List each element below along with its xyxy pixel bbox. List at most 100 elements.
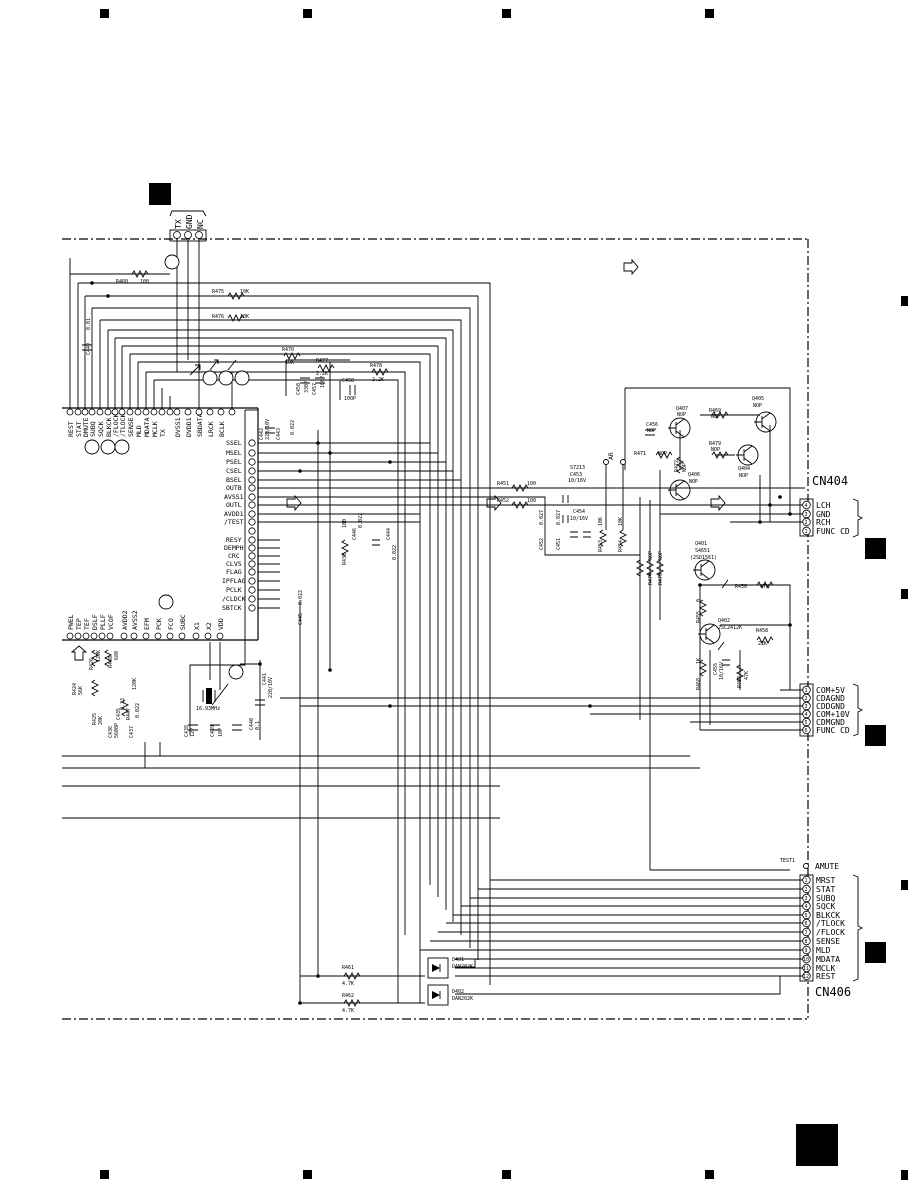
c444-label: C444 [386,528,392,540]
r470-label: R470 [282,347,294,353]
ic-pin-clvs: CLVS [226,560,242,568]
c452-label: C452 [539,538,545,550]
q401-part: (2SD1561) [690,555,717,561]
c443-value: 0.022 [290,420,296,435]
ic-top-label-dvss1: DVSS1 [174,417,182,437]
c456-value: NOP [647,428,656,434]
r455-value: 0 [696,599,702,602]
ic-bottom-label-vdd: VDD [217,618,225,630]
cn406-pin-blkck: BLKCK [816,911,840,920]
r451-value: 100 [527,481,536,487]
cn406-num-2: 2 [805,887,808,893]
ic-bottom-label-x1: X1 [193,622,201,630]
ar-test-points: AR TEST1 AMUTE [603,452,839,871]
c439-value: 10P [218,728,224,737]
r478-value: 2.2K [372,377,384,383]
transistor-symbols [668,411,777,651]
ic-bottom-label-tep: TEP [75,618,83,630]
c437-label: C437 [129,726,135,738]
connector-cn404: CN404 4 3 2 1 LCH GND RCH FUNC CD [799,474,864,538]
q405-label: Q405 [752,396,764,402]
r461-label: R461 [342,965,354,971]
cn405-pin-com10v: COM+10V [816,710,850,719]
r471-value: NOP [658,451,667,457]
cn404-num-4: 4 [805,503,808,509]
cn406-num-8: 8 [805,939,808,945]
ic-pin-csel: CSEL [226,467,242,475]
ic-pin-outb: OUTB [226,484,242,492]
test1-label: TEST1 [780,858,795,864]
ic-top-pin-circles [66,408,236,416]
cn404-pin-gnd: GND [816,510,831,519]
ic-top-label-sbdata: SBDATA [196,413,204,437]
ic-bottom-label-dslf: DSLF [91,614,99,630]
r454-label: R454 [618,540,624,552]
ic-pin-ssel: SSEL [226,439,242,447]
ic-top-label-dvdd1: DVDD1 [185,417,193,437]
ic-pin-avss1: AVSS1 [224,493,244,501]
cn406-num-5: 5 [805,913,808,919]
ic-pin-psel: PSEL [226,458,242,466]
r425-value: 20K [98,716,104,725]
ic-top-label-lrck: LRCK [207,421,215,437]
q402-label: Q402 [718,618,730,624]
junctions [90,281,792,1005]
ic-bottom-label-pwel: PWEL [67,614,75,630]
cn406-pin-flock: /FLOCK [816,928,845,937]
crystal-label: 16.93MHz [196,706,220,712]
cn405-num-5: 5 [805,720,808,726]
q402-value: 2SC2412K [718,625,742,631]
ic-top-label-sense: SENSE [127,417,135,437]
r456-value: 47K [760,584,769,590]
cn406-pin-tlock: /TLOCK [816,919,845,928]
cn405-pin-cddgnd: CDDGND [816,702,845,711]
s7213-label: S7213 [570,465,585,471]
r473-label: R473 [658,573,664,585]
ic-right-pin-circles [248,439,256,612]
c445-value: 0.022 [298,590,304,605]
cn406-pin-stat: STAT [816,885,835,894]
cn405-pin-cdagnd: CDAGND [816,694,845,703]
ic-pin-sbtck: SBTCK [222,604,242,612]
ic-top-label-tx: TX [159,429,167,437]
c450-label: C450 [296,383,302,395]
c457-label: C457 [312,383,318,395]
r474-value: NOP [648,551,654,560]
cn405-num-2: 2 [805,696,808,702]
r460-value: 100 [140,279,149,285]
c450-value: 330P [304,381,310,393]
c453-value: 10/16V [568,478,586,484]
r477-value: 2.2K [316,371,328,377]
cn404-num-2: 2 [805,520,808,526]
ic-bottom-label-avss2: AVSS2 [131,610,139,630]
ic-main: REST STAT DMUTE SUBQ SQCK BLKCK /FLOCK /… [62,407,259,641]
ic-pin-cldck: /CLDCK [222,595,246,603]
r469-label: R469 [709,408,721,414]
r426-label: R426 [89,658,95,670]
r479-value: NOP [711,447,720,453]
cn406-pin-mdata: MDATA [816,955,840,964]
q405-value: NOP [753,403,762,409]
cn406-num-6: 6 [805,921,808,927]
ic-top-label-bclk: BCLK [218,421,226,437]
r475-value: 10K [240,289,249,295]
cn405-num-6: 6 [805,728,808,734]
r472-value: NOP [682,463,688,472]
ic-bottom-label-subc: SUBC [179,614,187,630]
r458-value: 22K [758,641,767,647]
c452-value: 0.027 [539,510,545,525]
r461-value: 4.7K [342,981,354,987]
r453-value: 10K [598,517,604,526]
cn404-pin-rch: RCH [816,518,831,527]
c458-label: C458 [342,378,354,384]
ic-pin-ipflag: IPFLAG [222,577,246,585]
ic-bottom-label-tef: TEF [83,618,91,630]
r453-label: R453 [598,540,604,552]
q406-label: Q406 [688,472,700,478]
c456-label: C456 [646,422,658,428]
top-pin-nc: NC [196,219,205,229]
top-connector: TX GND NC [169,210,207,242]
c451-value: 0.027 [556,510,562,525]
q404-label: Q404 [738,466,750,472]
transistor-labels: Q407 NOP Q405 NOP Q404 NOP Q406 NOP Q401… [676,396,764,631]
